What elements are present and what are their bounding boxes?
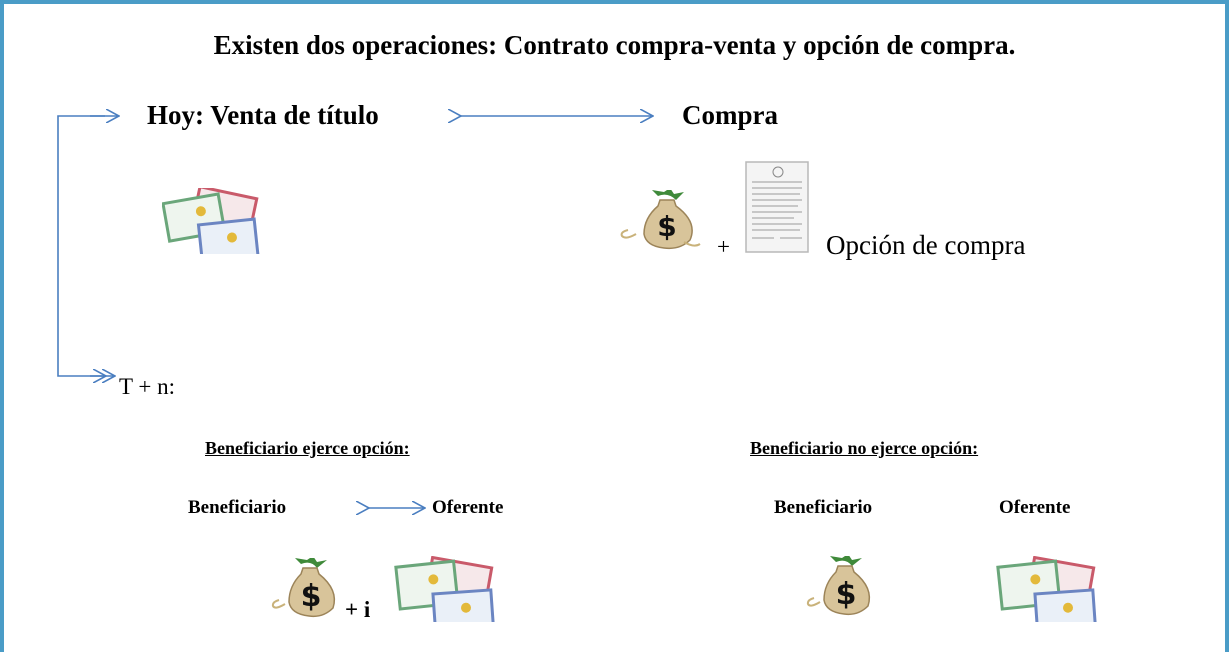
- compra-label: Compra: [682, 100, 778, 130]
- money-bag-icon: $: [620, 190, 701, 250]
- svg-text:$: $: [301, 579, 322, 614]
- opcion-compra-label: Opción de compra: [826, 230, 1026, 260]
- certificates-icon: [162, 188, 260, 254]
- ejerce-heading: Beneficiario ejerce opción:: [205, 438, 410, 458]
- tn-label: T + n:: [119, 374, 175, 399]
- certificates-icon: [996, 556, 1098, 622]
- no-ejerce-heading: Beneficiario no ejerce opción:: [750, 438, 979, 458]
- left-beneficiario: Beneficiario: [188, 497, 287, 518]
- left-oferente: Oferente: [432, 497, 504, 518]
- svg-text:$: $: [836, 577, 857, 612]
- diagram-title: Existen dos operaciones: Contrato compra…: [213, 30, 1016, 60]
- certificates-icon: [394, 556, 496, 622]
- contract-document-icon: [745, 161, 809, 253]
- svg-text:$: $: [657, 210, 676, 243]
- plus-i-label: + i: [345, 597, 371, 622]
- money-bag-icon: $: [806, 556, 871, 616]
- bracket-line: [57, 115, 105, 376]
- hoy-label: Hoy: Venta de título: [147, 100, 379, 130]
- money-bag-icon: $: [271, 558, 336, 618]
- right-beneficiario: Beneficiario: [774, 497, 873, 518]
- right-oferente: Oferente: [999, 497, 1071, 518]
- plus-sign: +: [717, 234, 730, 259]
